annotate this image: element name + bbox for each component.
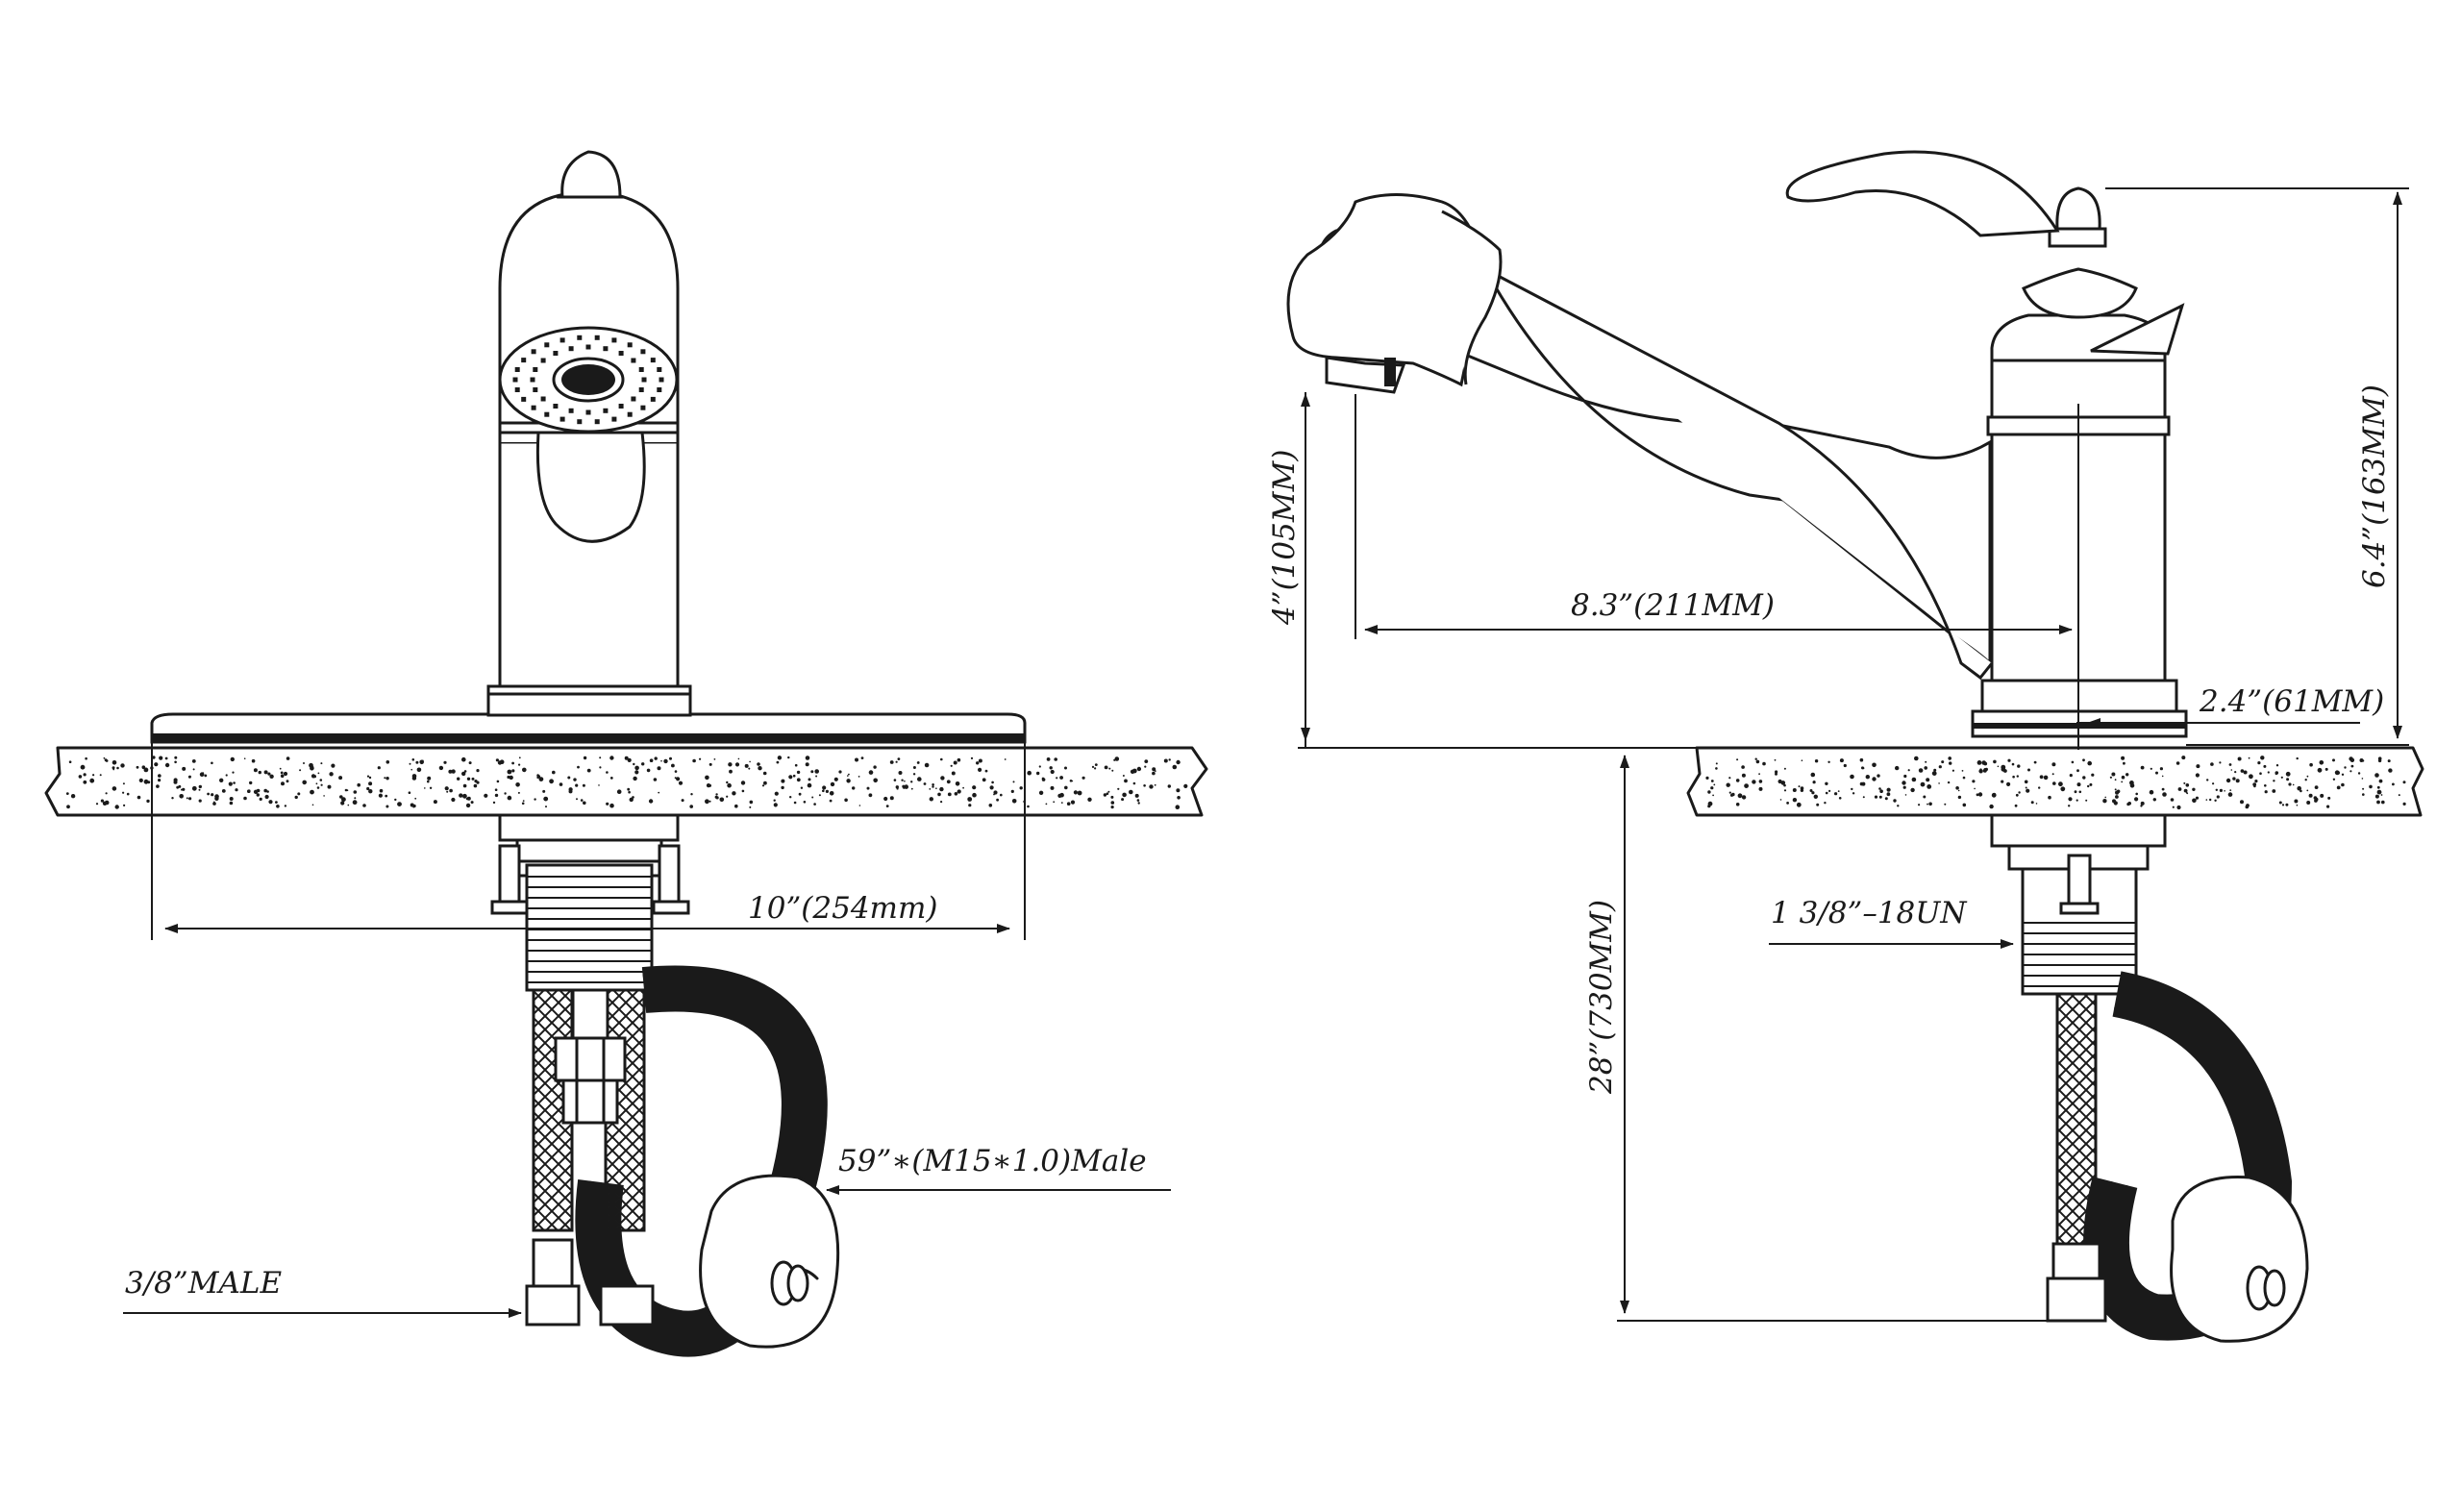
label-deck-plate-width: 10”(254mm) — [748, 891, 937, 926]
dim-body-height: 6.4”(163MM) — [2105, 187, 2409, 746]
label-hose-length: 59”∗(M15∗1.0)Male — [838, 1144, 1147, 1178]
dim-supply-inlet: 3/8”MALE — [123, 1266, 522, 1318]
label-spout-reach: 8.3”(211MM) — [1571, 588, 1775, 623]
front-view: 10”(254mm) 59”∗(M15∗1.0)Male 3/8”MALE — [44, 150, 1208, 1357]
faucet-body-front — [486, 150, 692, 717]
dim-spout-reach: 8.3”(211MM) — [1355, 394, 2073, 639]
side-view: 4”(105MM) 8.3”(211MM) 6.4”(163MM) 2.4”(6… — [1267, 150, 2424, 1343]
dim-shank-thread: 1 3/8”–18UN — [1769, 896, 2014, 949]
dim-spout-clearance: 4”(105MM) — [1267, 392, 1973, 749]
label-body-height: 6.4”(163MM) — [2357, 384, 2392, 588]
countertop-side — [1686, 746, 2424, 817]
shank-side — [1990, 813, 2167, 996]
label-supply-inlet: 3/8”MALE — [125, 1266, 282, 1301]
pullout-spout — [1286, 193, 1994, 681]
hoses-front — [525, 965, 840, 1357]
deck-plate — [150, 712, 1027, 744]
countertop-front — [44, 746, 1208, 817]
dim-base-diameter: 2.4”(61MM) — [2076, 684, 2384, 728]
dim-hose-drop: 28”(730MM) — [1584, 755, 2053, 1322]
hoses-side — [2046, 971, 2309, 1343]
label-spout-clearance: 4”(105MM) — [1267, 450, 1302, 626]
label-hose-drop: 28”(730MM) — [1584, 900, 1619, 1095]
dim-deck-plate-width: 10”(254mm) — [151, 742, 1026, 940]
label-base-diameter: 2.4”(61MM) — [2199, 684, 2384, 719]
shank-front — [490, 813, 690, 992]
label-shank-thread: 1 3/8”–18UN — [1771, 896, 1968, 930]
dim-hose-length: 59”∗(M15∗1.0)Male — [826, 1144, 1171, 1195]
